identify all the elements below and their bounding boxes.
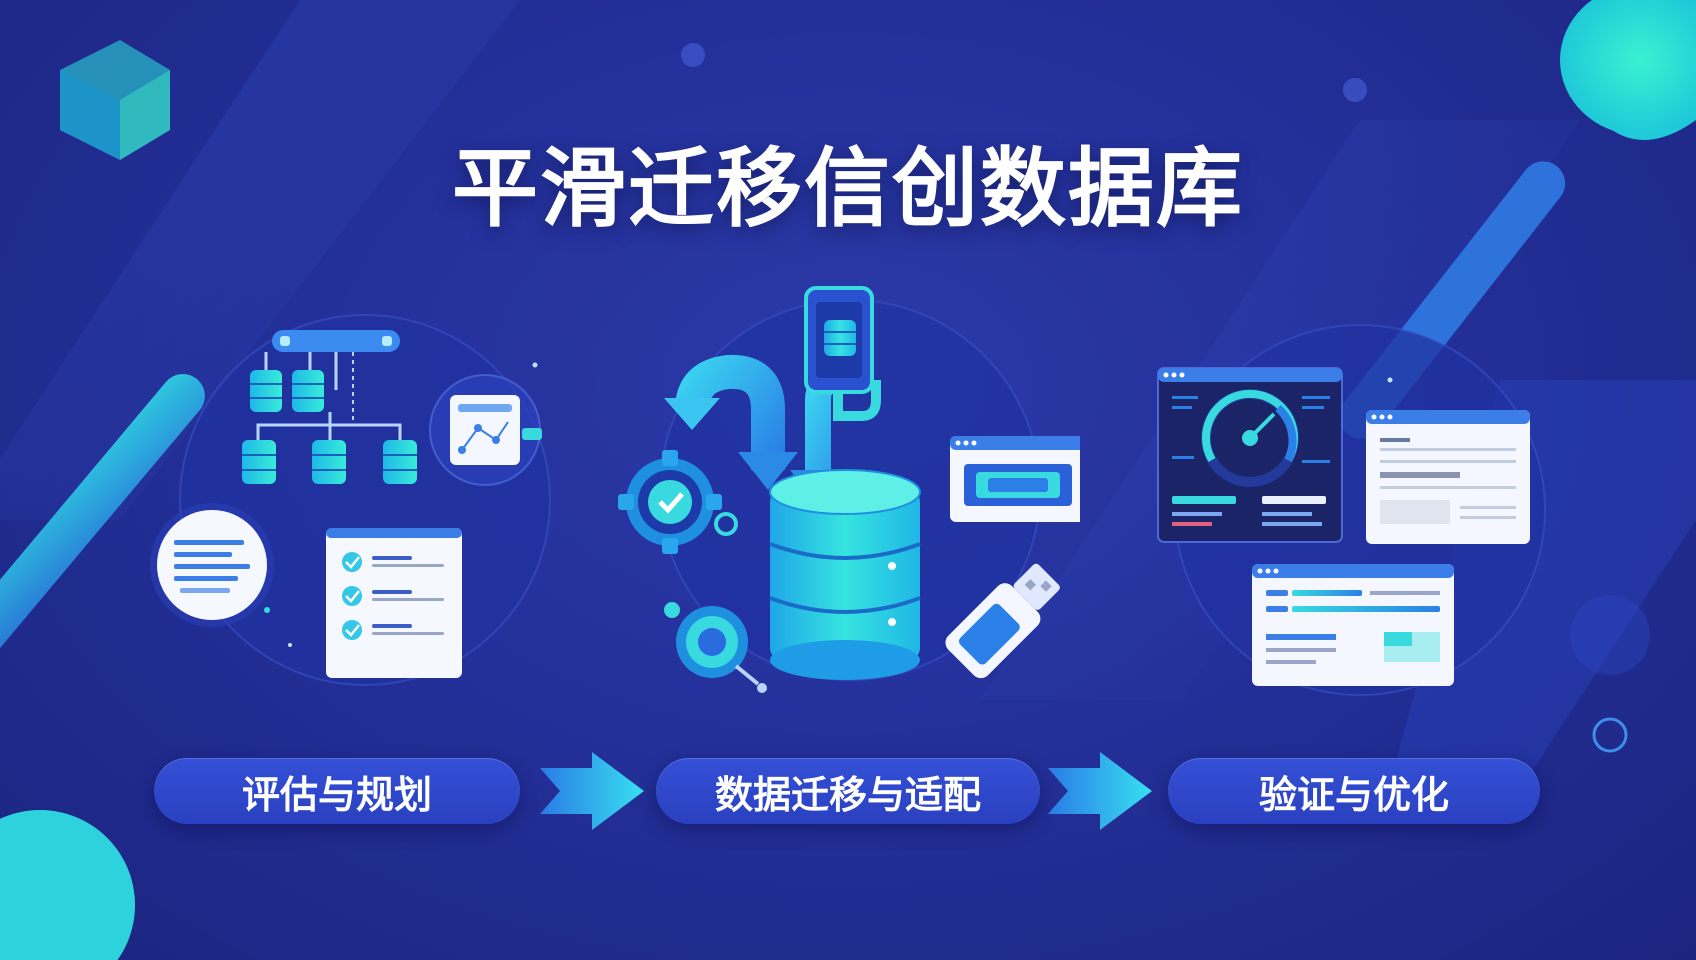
network-diagram-icon [429, 374, 542, 486]
flow-arrow-icon [1048, 752, 1152, 830]
smartphone-database-icon [804, 286, 881, 421]
report-window-icon [1366, 410, 1530, 544]
step-verify-optimize: 验证与优化 [1168, 758, 1540, 824]
text-bubble-icon [150, 503, 274, 627]
flow-arrow-icon [540, 752, 644, 830]
step-label: 数据迁移与适配 [714, 772, 981, 817]
database-stack-icon [769, 469, 921, 680]
page-title: 平滑迁移信创数据库 [452, 139, 1244, 239]
step-assess-plan: 评估与规划 [154, 758, 520, 824]
scene-migration [618, 286, 1080, 693]
target-gear-icon [664, 602, 767, 693]
usb-drive-icon [945, 563, 1060, 679]
data-table-window-icon [1252, 564, 1454, 686]
scene-verification [1157, 324, 1546, 696]
checklist-document-icon [326, 528, 462, 678]
database-topology-icon [242, 330, 417, 484]
step-label: 评估与规划 [241, 772, 432, 817]
gear-check-icon [618, 450, 738, 554]
browser-window-icon [950, 436, 1080, 522]
scene-assessment [150, 314, 551, 686]
dashboard-gauge-icon [1157, 367, 1343, 543]
step-migrate-adapt: 数据迁移与适配 [656, 758, 1040, 824]
step-label: 验证与优化 [1258, 772, 1449, 817]
